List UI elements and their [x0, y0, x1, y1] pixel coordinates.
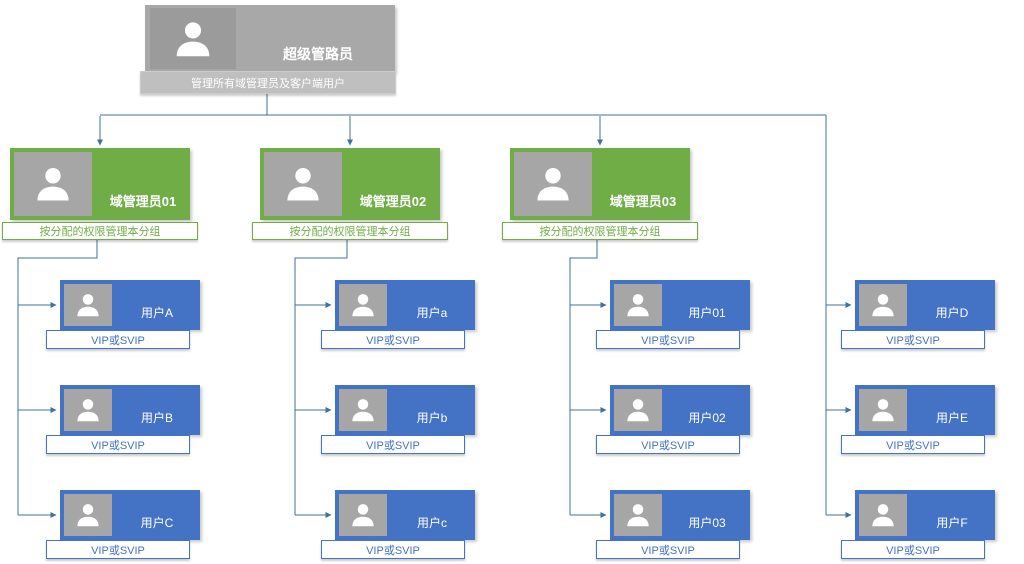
user-label: 用户03 [688, 515, 726, 530]
user-label: 用户E [935, 410, 968, 425]
user-node-col1-row1: 用户A VIP或SVIP [46, 280, 200, 349]
node-super-admin: 超级管路员 管理所有域管理员及客户端用户 [140, 5, 396, 94]
user-label: 用户a [416, 305, 448, 320]
user-label: 用户c [416, 515, 447, 530]
user-badge: VIP或SVIP [841, 540, 985, 559]
admin-subtitle: 按分配的权限管理本分组 [2, 222, 198, 240]
user-badge: VIP或SVIP [46, 330, 190, 349]
person-icon [64, 494, 112, 536]
person-icon [614, 494, 662, 536]
user-badge: VIP或SVIP [321, 540, 465, 559]
user-badge: VIP或SVIP [841, 435, 985, 454]
admin-subtitle: 按分配的权限管理本分组 [252, 222, 448, 240]
user-badge: VIP或SVIP [596, 330, 740, 349]
node-domain-admin-2: 域管理员02 按分配的权限管理本分组 [252, 148, 448, 240]
person-icon [339, 284, 387, 326]
person-icon [614, 284, 662, 326]
user-label: 用户C [140, 515, 174, 530]
user-node-col1-row3: 用户C VIP或SVIP [46, 490, 200, 559]
person-icon [150, 8, 236, 69]
person-icon [339, 494, 387, 536]
user-node-col3-row3: 用户03 VIP或SVIP [596, 490, 750, 559]
user-badge: VIP或SVIP [596, 540, 740, 559]
person-icon [859, 284, 907, 326]
user-label: 用户B [140, 410, 173, 425]
person-icon [514, 152, 592, 216]
root-title: 超级管路员 [283, 46, 353, 62]
user-badge: VIP或SVIP [46, 540, 190, 559]
user-badge: VIP或SVIP [46, 435, 190, 454]
user-label: 用户b [416, 410, 448, 425]
admin-title: 域管理员02 [359, 194, 427, 209]
user-node-col3-row1: 用户01 VIP或SVIP [596, 280, 750, 349]
node-domain-admin-1: 域管理员01 按分配的权限管理本分组 [2, 148, 198, 240]
user-badge: VIP或SVIP [321, 330, 465, 349]
user-label: 用户01 [688, 305, 726, 320]
root-subtitle: 管理所有域管理员及客户端用户 [140, 71, 396, 94]
user-label: 用户02 [688, 410, 726, 425]
user-label: 用户F [936, 515, 968, 530]
user-node-col4-row1: 用户D VIP或SVIP [841, 280, 995, 349]
user-node-col2-row2: 用户b VIP或SVIP [321, 385, 475, 454]
user-label: 用户D [935, 305, 969, 320]
person-icon [264, 152, 342, 216]
person-icon [64, 284, 112, 326]
person-icon [64, 389, 112, 431]
user-node-col1-row2: 用户B VIP或SVIP [46, 385, 200, 454]
user-badge: VIP或SVIP [841, 330, 985, 349]
user-node-col3-row2: 用户02 VIP或SVIP [596, 385, 750, 454]
user-node-col2-row3: 用户c VIP或SVIP [321, 490, 475, 559]
user-node-col2-row1: 用户a VIP或SVIP [321, 280, 475, 349]
person-icon [859, 494, 907, 536]
user-badge: VIP或SVIP [321, 435, 465, 454]
admin-title: 域管理员03 [609, 194, 677, 209]
person-icon [14, 152, 92, 216]
node-domain-admin-3: 域管理员03 按分配的权限管理本分组 [502, 148, 698, 240]
person-icon [614, 389, 662, 431]
user-node-col4-row3: 用户F VIP或SVIP [841, 490, 995, 559]
user-badge: VIP或SVIP [596, 435, 740, 454]
person-icon [859, 389, 907, 431]
person-icon [339, 389, 387, 431]
admin-title: 域管理员01 [109, 194, 177, 209]
user-label: 用户A [140, 305, 173, 320]
user-node-col4-row2: 用户E VIP或SVIP [841, 385, 995, 454]
admin-subtitle: 按分配的权限管理本分组 [502, 222, 698, 240]
